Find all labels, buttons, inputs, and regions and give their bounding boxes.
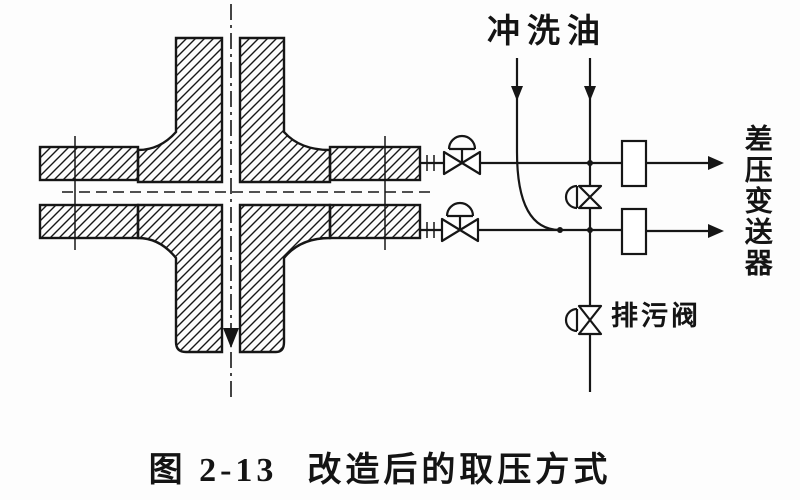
drain-valve-label: 排污阀 xyxy=(611,301,701,331)
figure-caption-number: 图 2-13 xyxy=(148,452,278,489)
drain-valve-symbol xyxy=(564,304,603,336)
figure-caption: 图 2-13 改造后的取压方式 xyxy=(0,442,760,491)
equalizing-drain-line xyxy=(557,160,593,392)
bore-arrow xyxy=(223,328,239,348)
condensate-pot-upper xyxy=(620,139,648,188)
upper-tap-valve xyxy=(442,134,482,176)
condensate-pot-lower xyxy=(620,207,648,256)
lower-tap-valve xyxy=(440,201,480,243)
figure-caption-title: 改造后的取压方式 xyxy=(307,452,612,489)
orifice-flange-assembly xyxy=(38,36,422,354)
upper-tap-line xyxy=(420,155,724,171)
flushing-oil-label: 冲洗油 xyxy=(487,14,607,50)
equalizing-valve xyxy=(564,184,603,210)
dp-transmitter-label: 差压变送器 xyxy=(740,124,772,279)
